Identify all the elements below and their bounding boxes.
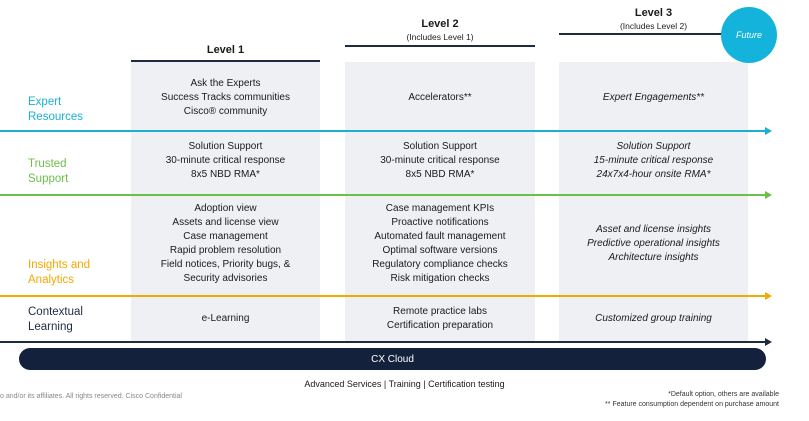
- level-3-header-line: [559, 33, 748, 35]
- cell-trusted-level-1: Solution Support 30-minute critical resp…: [131, 140, 320, 182]
- cell-line: Predictive operational insights: [587, 238, 720, 249]
- row-label-line: Learning: [28, 321, 73, 333]
- cell-line: e-Learning: [201, 313, 250, 324]
- row-label-expert-resources: Expert Resources: [28, 95, 83, 125]
- footnote-default-option: *Default option, others are available: [668, 391, 779, 398]
- level-2-title: Level 2: [421, 18, 459, 30]
- cell-line: 8x5 NBD RMA*: [405, 169, 475, 180]
- cell-line: 24x7x4-hour onsite RMA*: [596, 169, 711, 180]
- cell-line: Automated fault management: [374, 231, 506, 242]
- cell-line: Certification preparation: [386, 320, 494, 331]
- cell-line: 30-minute critical response: [380, 155, 500, 166]
- row-label-insights-analytics: Insights and Analytics: [28, 258, 90, 288]
- copyright-text: o and/or its affiliates. All rights rese…: [0, 393, 182, 400]
- cell-line: Case management: [183, 231, 268, 242]
- cell-expert-level-2: Accelerators**: [345, 91, 535, 105]
- cell-line: Expert Engagements**: [602, 92, 705, 103]
- cell-line: Case management KPIs: [385, 203, 495, 214]
- cell-line: Asset and license insights: [595, 224, 712, 235]
- expert-resources-arrow: [0, 127, 772, 134]
- row-label-line: Analytics: [28, 274, 75, 286]
- cell-line: 30-minute critical response: [165, 155, 286, 166]
- trusted-support-arrow: [0, 191, 772, 198]
- cell-line: Regulatory compliance checks: [372, 259, 508, 270]
- row-label-line: Trusted: [28, 158, 67, 170]
- cell-learning-level-2: Remote practice labs Certification prepa…: [345, 305, 535, 333]
- cell-line: Architecture insights: [608, 252, 699, 263]
- level-1-header-line: [131, 60, 320, 62]
- cell-line: 15-minute critical response: [593, 155, 714, 166]
- cell-trusted-level-2: Solution Support 30-minute critical resp…: [345, 140, 535, 182]
- cell-line: Security advisories: [183, 273, 268, 284]
- row-label-trusted-support: Trusted Support: [28, 157, 68, 187]
- cell-trusted-level-3: Solution Support 15-minute critical resp…: [559, 140, 748, 182]
- cell-line: Risk mitigation checks: [390, 273, 490, 284]
- cell-line: Adoption view: [194, 203, 257, 214]
- cell-line: Solution Support: [616, 141, 691, 152]
- cell-line: Solution Support: [403, 141, 477, 152]
- cell-line: Optimal software versions: [382, 245, 498, 256]
- cell-insights-level-1: Adoption view Assets and license view Ca…: [131, 202, 320, 286]
- row-label-line: Resources: [28, 111, 83, 123]
- future-badge: Future: [721, 7, 777, 63]
- level-3-subtitle: (Includes Level 2): [619, 21, 688, 31]
- cell-line: Success Tracks communities: [161, 92, 290, 103]
- cx-cloud-bar: CX Cloud: [19, 348, 766, 370]
- cell-line: Solution Support: [188, 141, 263, 152]
- insights-analytics-arrow: [0, 292, 772, 299]
- cell-line: Proactive notifications: [391, 217, 489, 228]
- row-label-line: Support: [28, 173, 69, 185]
- cell-line: Remote practice labs: [393, 306, 487, 317]
- contextual-learning-arrow: [0, 338, 772, 345]
- footnote-feature-consumption: ** Feature consumption dependent on purc…: [605, 401, 779, 408]
- cell-line: Rapid problem resolution: [169, 245, 282, 256]
- cell-line: Field notices, Priority bugs, &: [160, 259, 291, 270]
- cell-line: Accelerators**: [408, 92, 472, 103]
- cell-learning-level-3: Customized group training: [559, 312, 748, 326]
- level-1-title: Level 1: [206, 44, 245, 56]
- cell-insights-level-3: Asset and license insights Predictive op…: [559, 223, 748, 265]
- level-2-subtitle: (Includes Level 1): [406, 32, 474, 42]
- services-line: Advanced Services | Training | Certifica…: [304, 379, 505, 389]
- cell-line: Ask the Experts: [190, 78, 261, 89]
- cell-line: 8x5 NBD RMA*: [191, 169, 260, 180]
- row-label-contextual-learning: Contextual Learning: [28, 305, 83, 335]
- row-label-line: Expert: [28, 96, 62, 108]
- cell-learning-level-1: e-Learning: [131, 312, 320, 326]
- row-label-line: Insights and: [28, 259, 91, 271]
- cell-line: Assets and license view: [172, 217, 279, 228]
- cell-insights-level-2: Case management KPIs Proactive notificat…: [345, 202, 535, 286]
- cell-expert-level-3: Expert Engagements**: [559, 91, 748, 105]
- cell-expert-level-1: Ask the Experts Success Tracks communiti…: [131, 77, 320, 119]
- cell-line: Cisco® community: [183, 106, 268, 117]
- cell-line: Customized group training: [595, 313, 712, 324]
- row-label-line: Contextual: [28, 306, 83, 318]
- level-2-header-line: [345, 45, 535, 47]
- level-3-title: Level 3: [634, 7, 673, 19]
